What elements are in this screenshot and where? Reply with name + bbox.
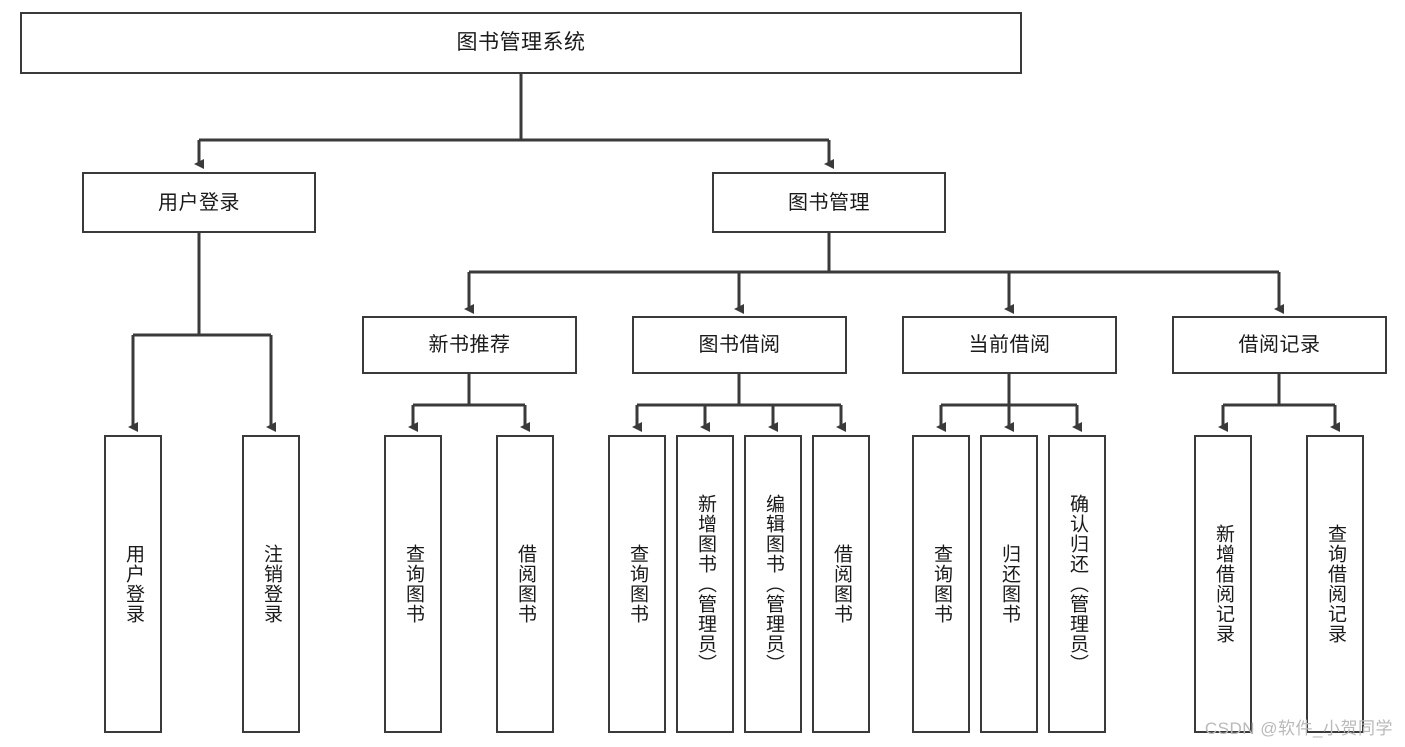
- leaf-user-login-2-label: 注销登录: [260, 544, 282, 624]
- leaf-book-borrow-1-label: 查询图书: [626, 544, 648, 624]
- leaf-user-login-1[interactable]: 用户登录: [104, 435, 162, 733]
- leaf-book-borrow-2-label: 新增图书（管理员）: [694, 494, 716, 674]
- leaf-new-book-1[interactable]: 查询图书: [384, 435, 442, 733]
- leaf-new-book-2[interactable]: 借阅图书: [496, 435, 554, 733]
- node-book-borrow-label: 图书借阅: [698, 334, 781, 356]
- leaf-borrow-record-2[interactable]: 查询借阅记录: [1306, 435, 1364, 733]
- leaf-book-borrow-3[interactable]: 编辑图书（管理员）: [744, 435, 802, 733]
- leaf-book-borrow-2[interactable]: 新增图书（管理员）: [676, 435, 734, 733]
- leaf-borrow-record-1-label: 新增借阅记录: [1212, 524, 1234, 644]
- node-book-borrow[interactable]: 图书借阅: [632, 316, 847, 374]
- leaf-new-book-1-label: 查询图书: [402, 544, 424, 624]
- leaf-book-borrow-1[interactable]: 查询图书: [608, 435, 666, 733]
- node-user-login[interactable]: 用户登录: [82, 172, 316, 233]
- leaf-book-borrow-4-label: 借阅图书: [830, 544, 852, 624]
- leaf-current-borrow-3-label: 确认归还（管理员）: [1066, 494, 1088, 674]
- leaf-current-borrow-2-label: 归还图书: [998, 544, 1020, 624]
- leaf-user-login-1-label: 用户登录: [122, 544, 144, 624]
- node-current-borrow-label: 当前借阅: [968, 334, 1051, 356]
- leaf-current-borrow-1[interactable]: 查询图书: [912, 435, 970, 733]
- node-current-borrow[interactable]: 当前借阅: [902, 316, 1117, 374]
- node-borrow-record[interactable]: 借阅记录: [1172, 316, 1387, 374]
- node-book-management[interactable]: 图书管理: [712, 172, 946, 233]
- node-borrow-record-label: 借阅记录: [1238, 334, 1321, 356]
- leaf-book-borrow-4[interactable]: 借阅图书: [812, 435, 870, 733]
- leaf-new-book-2-label: 借阅图书: [514, 544, 536, 624]
- node-user-login-label: 用户登录: [158, 191, 240, 214]
- node-new-book-recommend[interactable]: 新书推荐: [362, 316, 577, 374]
- leaf-current-borrow-3[interactable]: 确认归还（管理员）: [1048, 435, 1106, 733]
- leaf-borrow-record-2-label: 查询借阅记录: [1324, 524, 1346, 644]
- leaf-user-login-2[interactable]: 注销登录: [242, 435, 300, 733]
- leaf-book-borrow-3-label: 编辑图书（管理员）: [762, 494, 784, 674]
- node-book-management-label: 图书管理: [788, 191, 870, 214]
- node-new-book-recommend-label: 新书推荐: [428, 334, 511, 356]
- node-root-book-management-system[interactable]: 图书管理系统: [20, 12, 1022, 74]
- leaf-current-borrow-2[interactable]: 归还图书: [980, 435, 1038, 733]
- node-root-label: 图书管理系统: [456, 31, 586, 55]
- leaf-borrow-record-1[interactable]: 新增借阅记录: [1194, 435, 1252, 733]
- leaf-current-borrow-1-label: 查询图书: [930, 544, 952, 624]
